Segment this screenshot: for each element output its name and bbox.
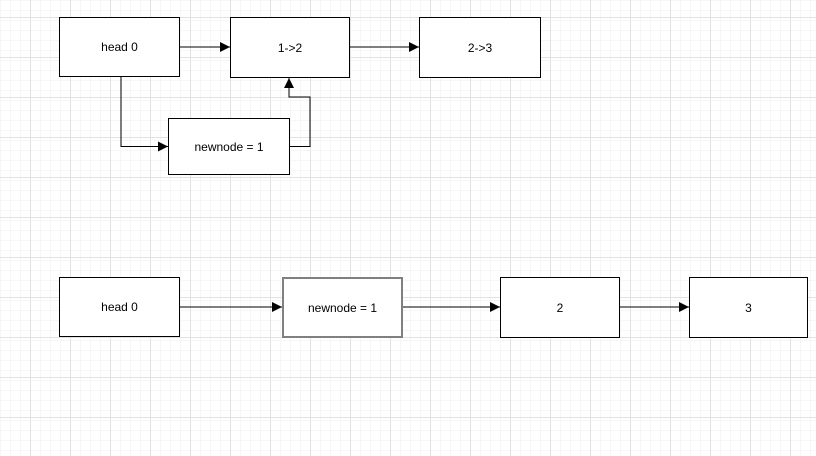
node-label: newnode = 1	[194, 139, 264, 154]
node-label: head 0	[101, 300, 138, 314]
node-step2-head[interactable]: head 0	[59, 277, 180, 337]
node-step2-newnode[interactable]: newnode = 1	[282, 277, 403, 338]
node-step2-node2[interactable]: 2	[500, 277, 620, 338]
node-label: 2	[556, 300, 564, 315]
node-step1-head[interactable]: head 0	[59, 17, 180, 77]
node-step2-node3[interactable]: 3	[689, 277, 808, 338]
node-step1-newnode[interactable]: newnode = 1	[168, 118, 290, 175]
edge-step1-newnode-to-node12[interactable]	[284, 78, 311, 147]
node-label: 3	[745, 300, 752, 315]
node-label: head 0	[101, 40, 138, 54]
node-label: 1->2	[277, 40, 303, 55]
edge-step1-head-to-newnode[interactable]	[120, 77, 168, 152]
node-step1-node23[interactable]: 2->3	[419, 17, 541, 78]
node-step1-node12[interactable]: 1->2	[230, 17, 350, 78]
node-label: 2->3	[467, 40, 493, 55]
node-label: newnode = 1	[307, 300, 378, 315]
